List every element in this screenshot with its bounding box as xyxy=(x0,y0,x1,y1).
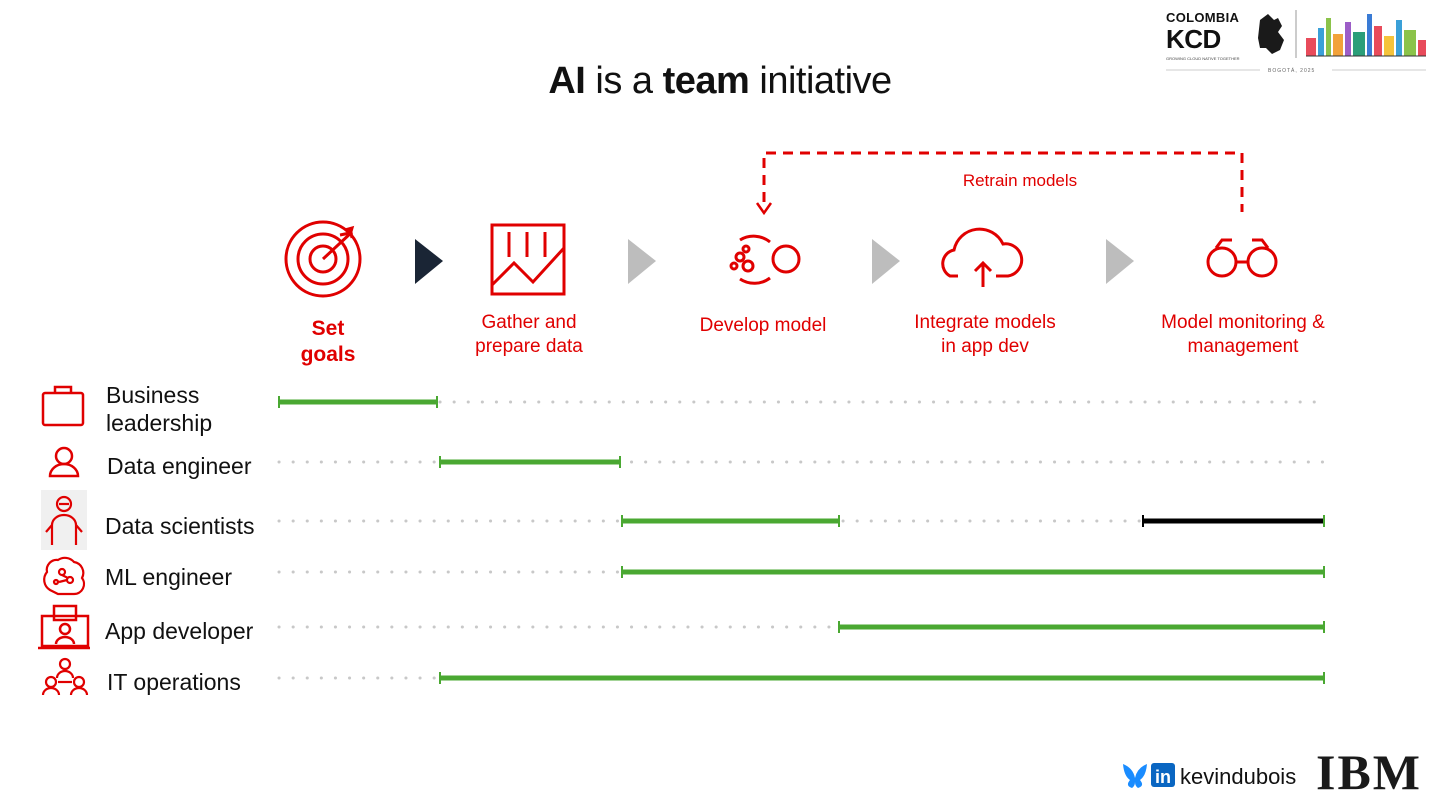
role-label-ml-engineer: ML engineer xyxy=(105,564,233,590)
brain-icon xyxy=(43,556,86,596)
stage-label-integrate-models: Integrate models in app dev xyxy=(914,312,1056,357)
person-icon xyxy=(48,446,80,478)
binoculars-icon xyxy=(1206,238,1278,278)
stage-label-develop-model: Develop model xyxy=(699,315,827,336)
social-handle: kevindubois xyxy=(1180,764,1297,789)
target-icon xyxy=(284,220,362,298)
team-icon xyxy=(41,657,89,696)
model-gears-icon xyxy=(729,234,801,285)
kcd-colombia-badge: COLOMBIA KCD GROWING CLOUD NATIVE TOGETH… xyxy=(1160,4,1432,74)
flow-arrow-3 xyxy=(872,239,900,284)
stage-label-gather-data: Gather and prepare data xyxy=(475,312,583,357)
role-label-data-engineer: Data engineer xyxy=(107,453,252,479)
timeline-row-data-scientists xyxy=(277,515,1326,527)
svg-text:in: in xyxy=(1155,767,1171,787)
role-label-it-operations: IT operations xyxy=(107,669,241,695)
developer-icon xyxy=(38,604,90,650)
role-label-app-developer: App developer xyxy=(105,618,254,644)
timeline-row-data-engineer xyxy=(277,456,1326,468)
role-label-data-scientists: Data scientists xyxy=(105,513,255,539)
flow-arrow-1 xyxy=(415,239,443,284)
flow-arrow-2 xyxy=(628,239,656,284)
role-label-business-leadership: Business leadership xyxy=(106,382,213,436)
stage-label-model-monitoring: Model monitoring & management xyxy=(1161,312,1325,357)
timeline-row-app-developer xyxy=(277,621,1326,633)
timeline-row-it-operations xyxy=(277,672,1326,684)
linkedin-icon: in xyxy=(1151,763,1175,787)
kcd-skyline-icon xyxy=(1166,10,1426,71)
bluesky-icon xyxy=(1123,764,1147,788)
briefcase-icon xyxy=(41,385,85,427)
flow-arrow-4 xyxy=(1106,239,1134,284)
data-chart-icon xyxy=(490,223,566,296)
stage-label-set-goals: Set goals xyxy=(300,317,356,366)
timeline-row-ml-engineer xyxy=(277,566,1326,578)
page-title: AI is a team initiative xyxy=(548,60,892,102)
cloud-upload-icon xyxy=(941,227,1024,287)
retrain-loop-arrow xyxy=(755,151,1244,216)
ibm-logo: IBM xyxy=(1316,744,1422,800)
scientist-icon xyxy=(41,490,87,550)
retrain-models-label: Retrain models xyxy=(962,171,1078,190)
timeline-row-business xyxy=(278,396,1326,408)
